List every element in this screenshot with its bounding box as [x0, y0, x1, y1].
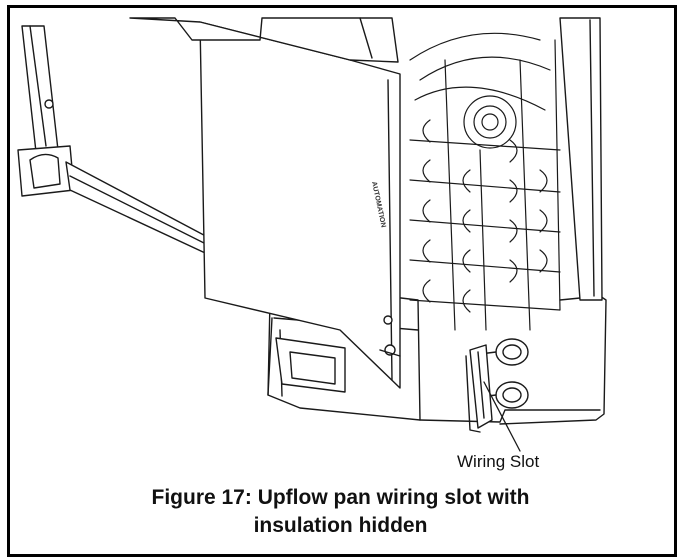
- wiring-slot-bracket: [465, 344, 493, 433]
- left-support-post: [17, 25, 75, 197]
- tube-bends: [422, 119, 548, 313]
- right-support-post: [559, 17, 603, 301]
- figure-caption-line-2: insulation hidden: [253, 514, 428, 537]
- coil-tubes: [409, 32, 561, 331]
- wiring-slot-callout-label: Wiring Slot: [457, 452, 540, 471]
- coil-top-cap: [129, 17, 399, 63]
- coil-front-panel: [199, 21, 401, 389]
- wiring-slot-leader-line: [483, 381, 521, 452]
- figure-caption-line-1: Figure 17: Upflow pan wiring slot with: [151, 486, 530, 509]
- figure-frame: [7, 5, 677, 557]
